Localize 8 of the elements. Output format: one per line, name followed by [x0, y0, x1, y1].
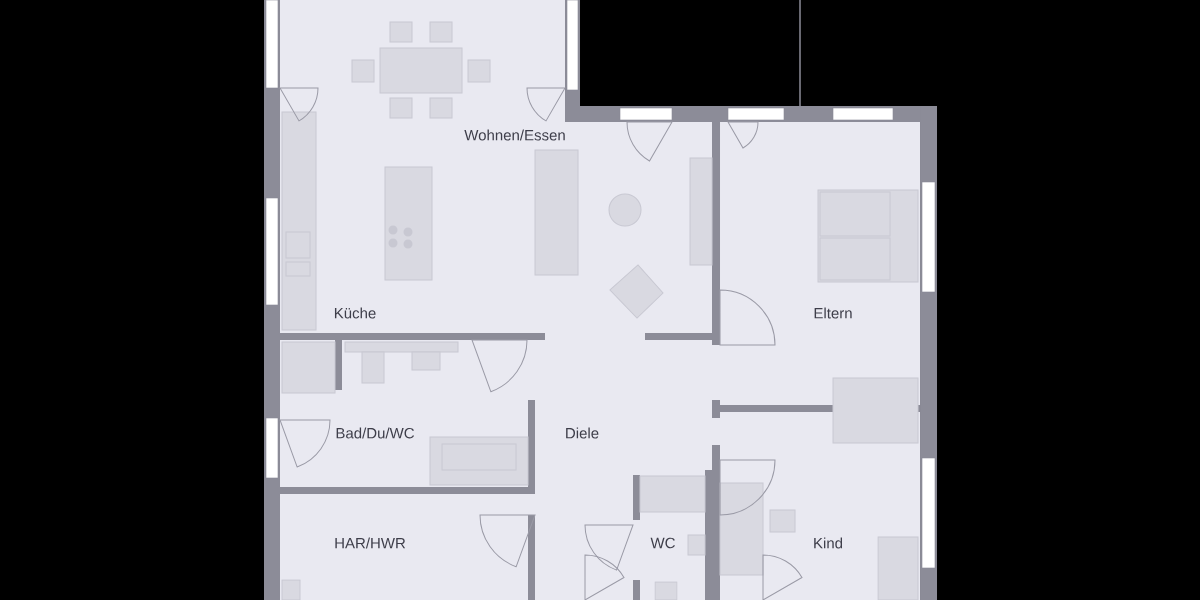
- room-label: Wohnen/Essen: [464, 129, 565, 141]
- room-label: Küche: [334, 307, 376, 319]
- room-label: Bad/Du/WC: [336, 427, 414, 439]
- room-label: HAR/HWR: [335, 537, 406, 549]
- room-label: Diele: [566, 427, 599, 439]
- room-label: Kind: [814, 537, 843, 549]
- room-label: Eltern: [814, 307, 852, 319]
- room-label: WC: [650, 537, 675, 549]
